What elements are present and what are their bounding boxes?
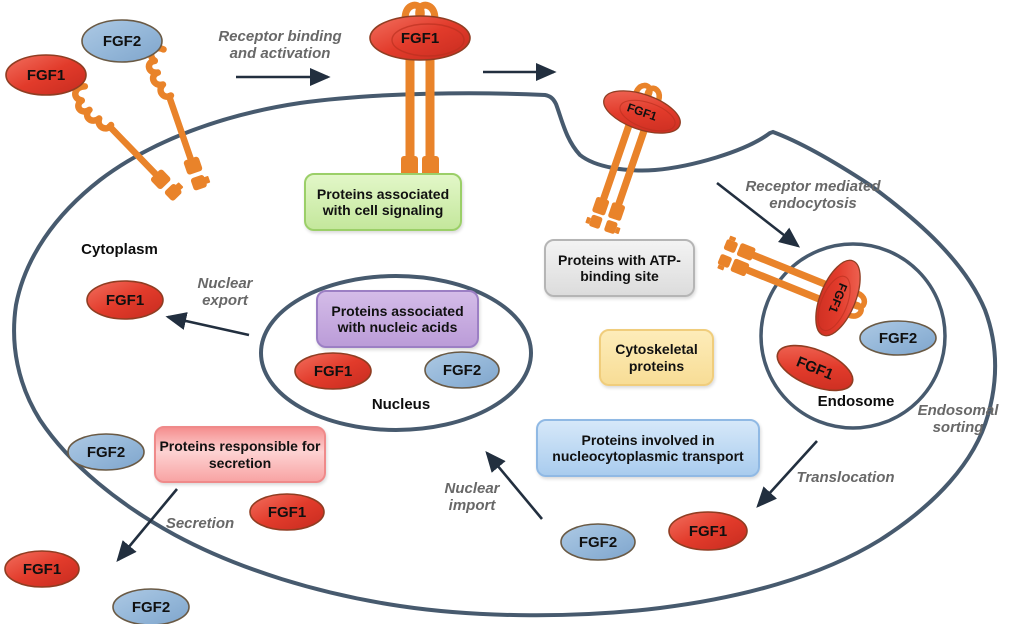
process-label-nuclear-import: Nuclear import [444,480,500,514]
svg-text:FGF2: FGF2 [87,444,125,461]
category-box-label: Proteins associated with nucleic acids [331,302,464,335]
process-label-endocytosis: Receptor mediated endocytosis [745,178,881,212]
svg-text:FGF1: FGF1 [106,292,144,309]
fgf1-molecule: FGF1 [249,493,325,531]
svg-text:FGF1: FGF1 [27,67,65,84]
compartment-label-endosome: Endosome [817,393,895,410]
process-label-endosomal-sorting: Endosomal sorting [917,402,999,436]
arrow-nuclear-import [485,451,543,520]
category-box-nucleocytoplasmic: Proteins involved in nucleocytoplasmic t… [536,419,760,477]
svg-text:FGF2: FGF2 [579,534,617,551]
svg-text:FGF2: FGF2 [879,330,917,347]
process-label-nuclear-export: Nuclear export [197,275,253,309]
cell-membrane [12,91,998,618]
fgf2-molecule: FGF2 [81,19,163,63]
fgf1-molecule: FGF1 [4,550,80,588]
fgf1-molecule: FGF1 [5,54,87,96]
svg-text:FGF2: FGF2 [103,33,141,50]
fgf2-molecule: FGF2 [560,523,636,561]
arrow-nuclear-export [165,312,250,337]
process-label-receptor-binding: Receptor binding and activation [218,28,342,62]
compartment-label-nucleus: Nucleus [371,396,431,413]
svg-text:FGF1: FGF1 [689,523,727,540]
arrow-endocytosis [716,181,801,248]
category-box-nucleic-acids: Proteins associated with nucleic acids [316,290,479,348]
category-box-secretion: Proteins responsible for secretion [154,426,326,483]
category-box-label: Proteins responsible for secretion [159,438,321,471]
process-label-translocation: Translocation [796,469,895,486]
arrow-translocation [756,440,818,508]
receptor-dimer-surface [370,5,470,194]
category-box-cell-signaling: Proteins associated with cell signaling [304,173,462,231]
process-arrows [116,62,818,562]
category-box-atp-binding: Proteins with ATP-binding site [544,239,695,297]
arrow-secretion [116,488,178,562]
svg-text:FGF1: FGF1 [268,504,306,521]
category-box-label: Proteins with ATP-binding site [558,251,681,284]
fgf1-molecule: FGF1 [776,344,854,392]
svg-text:FGF1: FGF1 [23,561,61,578]
compartment-label-cytoplasm: Cytoplasm [81,241,158,258]
category-box-cytoskeletal: Cytoskeletal proteins [599,329,714,386]
fgf1-molecule: FGF1 [86,280,164,320]
category-box-label: Proteins involved in nucleocytoplasmic t… [552,431,744,464]
fgf2-molecule: FGF2 [424,351,500,389]
fgf2-molecule: FGF2 [67,433,145,471]
svg-text:FGF1: FGF1 [314,363,352,380]
category-box-label: Proteins associated with cell signaling [316,185,450,218]
category-box-label: Cytoskeletal proteins [615,341,698,374]
fgf2-molecule: FGF2 [859,320,937,356]
svg-text:FGF2: FGF2 [443,362,481,379]
fgf2-molecule: FGF2 [112,588,190,624]
process-label-secretion: Secretion [165,515,235,532]
fgf1-molecule: FGF1 [668,511,748,551]
fgf1-molecule: FGF1 [294,352,372,390]
svg-text:FGF2: FGF2 [132,599,170,616]
